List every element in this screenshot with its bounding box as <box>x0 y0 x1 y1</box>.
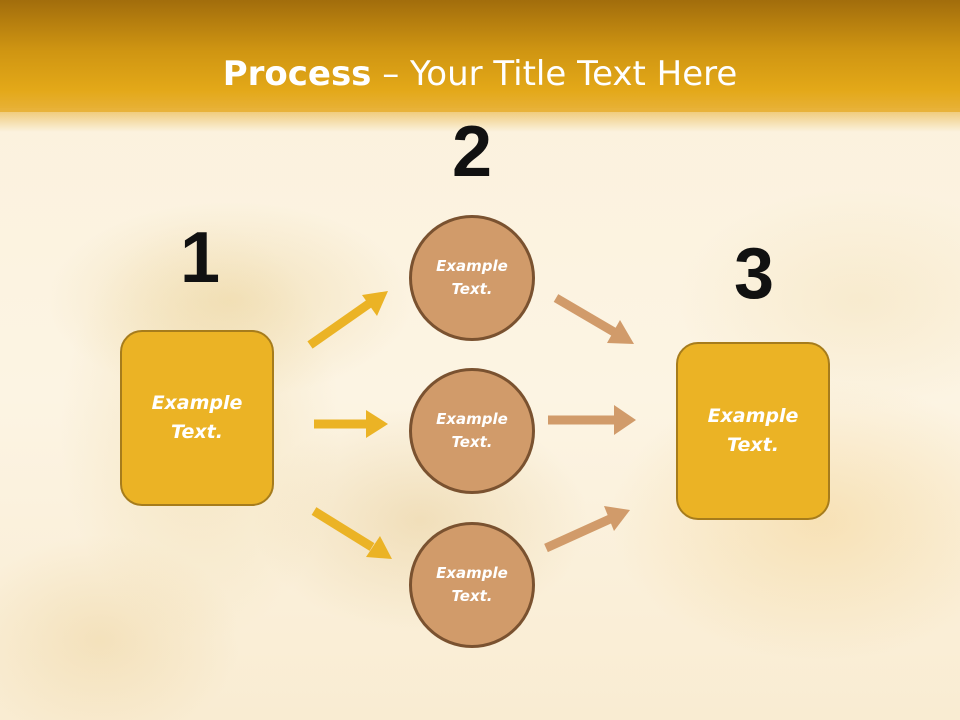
arrow-top-to-3-icon <box>553 294 634 344</box>
step-1-text-line2: Text. <box>171 421 223 443</box>
step-number-2: 2 <box>451 112 493 192</box>
step-3-box: Example Text. <box>676 342 830 520</box>
step-2-circle-middle: Example Text. <box>409 368 535 494</box>
title-bar-fade <box>0 108 960 132</box>
step-2-circle-top: Example Text. <box>409 215 535 341</box>
title-bold: Process <box>222 54 372 94</box>
title-bar <box>0 0 960 112</box>
step-3-text-line1: Example <box>707 405 799 427</box>
arrow-1-to-middle-icon <box>314 410 388 438</box>
circle-top-line1: Example <box>436 257 508 275</box>
step-number-1: 1 <box>179 218 221 298</box>
step-1-text-line1: Example <box>151 392 243 414</box>
title-rest: – Your Title Text Here <box>371 54 738 94</box>
slide-title: Process – Your Title Text Here <box>0 52 960 96</box>
step-1-box: Example Text. <box>120 330 274 506</box>
circle-bottom-line2: Text. <box>451 587 493 605</box>
step-2-circle-bottom: Example Text. <box>409 522 535 648</box>
arrow-middle-to-3-icon <box>548 405 636 435</box>
circle-middle-line2: Text. <box>451 433 493 451</box>
step-number-3: 3 <box>733 234 775 314</box>
circle-middle-line1: Example <box>436 410 508 428</box>
arrow-1-to-top-icon <box>307 291 388 349</box>
arrow-1-to-bottom-icon <box>311 507 392 559</box>
circle-bottom-line1: Example <box>436 564 508 582</box>
arrow-bottom-to-3-icon <box>544 506 630 553</box>
step-3-text-line2: Text. <box>727 434 779 456</box>
circle-top-line2: Text. <box>451 280 493 298</box>
